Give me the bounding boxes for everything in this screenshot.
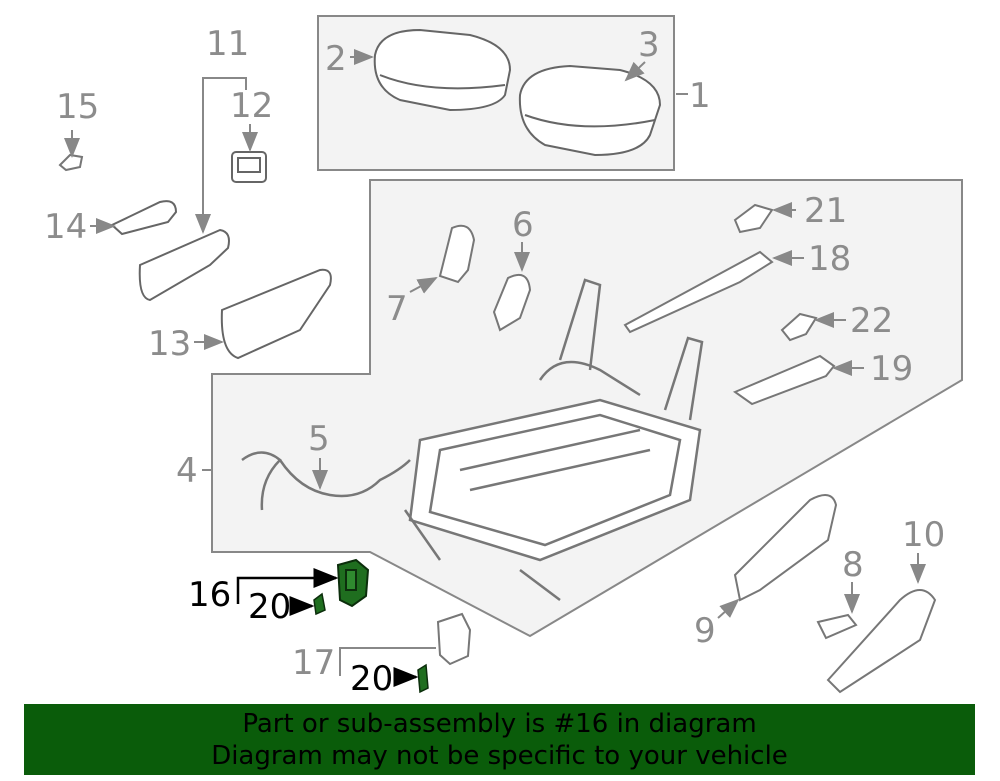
callout-9: 9 (694, 611, 716, 651)
part-9-side-cover[interactable] (733, 494, 838, 602)
callout-1: 1 (689, 76, 711, 116)
callout-22: 22 (850, 301, 893, 341)
callout-2: 2 (325, 39, 347, 79)
banner-line-2: Diagram may not be specific to your vehi… (211, 741, 788, 771)
callout-20-a: 20 (248, 587, 291, 627)
part-8-cover[interactable] (816, 613, 858, 640)
part-19-track-cover[interactable] (732, 354, 836, 406)
callout-5: 5 (308, 419, 330, 459)
callout-8: 8 (842, 545, 864, 585)
callout-19: 19 (870, 349, 913, 389)
part-5-wire-harness[interactable] (241, 451, 411, 511)
parts-diagram: 1 2 3 4 5 6 7 8 9 10 11 12 13 14 15 16 1… (44, 15, 963, 699)
part-22-clip[interactable] (780, 312, 818, 342)
callout-13: 13 (148, 324, 191, 364)
callout-6: 6 (512, 205, 534, 245)
part-17-module[interactable] (436, 612, 472, 666)
part-20-clip-b[interactable] (417, 663, 429, 694)
part-20-clip-a[interactable] (313, 592, 326, 616)
part-18-rail-cover[interactable] (623, 250, 774, 334)
part-14-handle[interactable] (110, 200, 178, 236)
part-4-seat-frame[interactable] (403, 278, 704, 601)
callout-21: 21 (804, 191, 847, 231)
callout-17: 17 (292, 643, 335, 683)
part-2-cushion-pad[interactable] (373, 28, 512, 112)
callout-11: 11 (206, 24, 249, 64)
part-21-clip[interactable] (733, 203, 774, 234)
part-15-cap[interactable] (58, 153, 84, 172)
callout-12: 12 (230, 86, 273, 126)
callout-16: 16 (188, 575, 231, 615)
leader-lines (64, 49, 926, 676)
callout-4: 4 (176, 451, 198, 491)
part-16-highlighted-module[interactable] (336, 558, 370, 608)
callout-18: 18 (808, 239, 851, 279)
part-6-bracket[interactable] (492, 274, 532, 332)
part-11-side-shield[interactable] (138, 228, 230, 302)
part-12-switch[interactable] (231, 151, 267, 183)
callout-15: 15 (56, 87, 99, 127)
callout-20-b: 20 (350, 659, 393, 699)
part-10-side-shield[interactable] (826, 589, 937, 694)
leader-lines-highlight (236, 568, 419, 687)
banner-line-1: Part or sub-assembly is #16 in diagram (242, 709, 757, 739)
callout-10: 10 (902, 515, 945, 555)
part-3-cushion-cover[interactable] (518, 64, 662, 157)
part-7-bracket[interactable] (438, 224, 476, 284)
notice-banner: Part or sub-assembly is #16 in diagram D… (24, 704, 975, 775)
callout-7: 7 (386, 289, 408, 329)
callout-14: 14 (44, 207, 87, 247)
callout-3: 3 (638, 25, 660, 65)
part-13-inner-shield[interactable] (220, 268, 332, 360)
